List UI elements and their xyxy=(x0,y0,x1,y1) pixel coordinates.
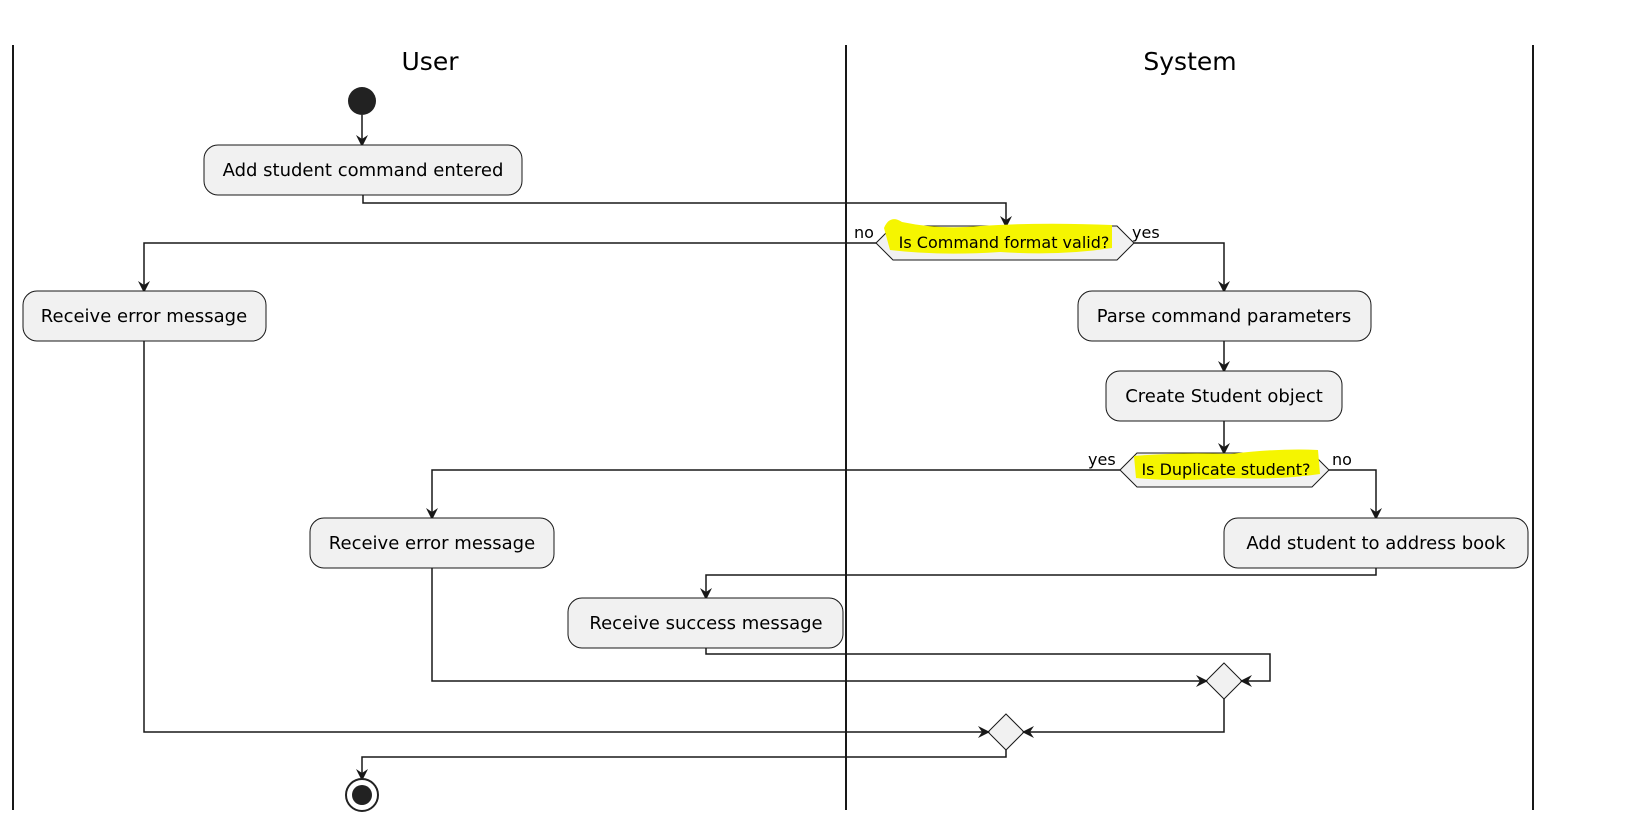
activity-receive-error-1: Receive error message xyxy=(22,290,267,342)
guard-format-no: no xyxy=(854,223,874,242)
activity-add-command-label: Add student command entered xyxy=(223,160,504,181)
guard-duplicate-no: no xyxy=(1332,450,1352,469)
flow-success-to-merge-1 xyxy=(705,648,1271,687)
flow-format-no xyxy=(138,242,876,293)
activity-receive-success-label: Receive success message xyxy=(589,613,822,634)
merge-node-2 xyxy=(987,713,1025,751)
merge-node-1 xyxy=(1205,662,1243,700)
decision-duplicate: Is Duplicate student? xyxy=(1119,449,1330,488)
flow-duplicate-no xyxy=(1329,469,1382,520)
decision-duplicate-label: Is Duplicate student? xyxy=(1141,460,1310,479)
activity-add-to-book: Add student to address book xyxy=(1223,517,1529,569)
flow-add-to-format-decision xyxy=(362,195,1012,228)
activity-create-student: Create Student object xyxy=(1105,370,1343,422)
highlight-marker-2 xyxy=(1134,449,1320,480)
activity-receive-error-1-label: Receive error message xyxy=(41,306,247,327)
activity-receive-error-2-label: Receive error message xyxy=(329,533,535,554)
flow-error-2-to-merge-1 xyxy=(431,568,1208,687)
activity-receive-success: Receive success message xyxy=(567,597,844,649)
flow-format-yes xyxy=(1134,242,1230,293)
lane-title-system: System xyxy=(1143,47,1236,76)
activity-receive-error-2: Receive error message xyxy=(309,517,555,569)
flow-merge-2-to-end xyxy=(356,750,1007,781)
activity-parse-params: Parse command parameters xyxy=(1077,290,1372,342)
activity-add-command: Add student command entered xyxy=(203,144,523,196)
decision-format-valid: Is Command format valid? xyxy=(875,219,1135,261)
guard-duplicate-yes: yes xyxy=(1088,450,1116,469)
activity-create-student-label: Create Student object xyxy=(1125,386,1323,407)
decision-format-valid-label: Is Command format valid? xyxy=(899,233,1110,252)
guard-format-yes: yes xyxy=(1132,223,1160,242)
flow-add-to-success xyxy=(700,568,1377,600)
end-node xyxy=(345,778,379,812)
flow-duplicate-yes xyxy=(426,469,1120,520)
highlight-marker xyxy=(884,219,1112,254)
flow-error-1-to-merge-2 xyxy=(143,341,990,738)
lane-title-user: User xyxy=(402,47,460,76)
activity-add-to-book-label: Add student to address book xyxy=(1246,533,1506,554)
start-node xyxy=(348,87,376,115)
flow-merge-1-to-merge-2 xyxy=(1022,699,1225,738)
activity-parse-params-label: Parse command parameters xyxy=(1097,306,1352,327)
